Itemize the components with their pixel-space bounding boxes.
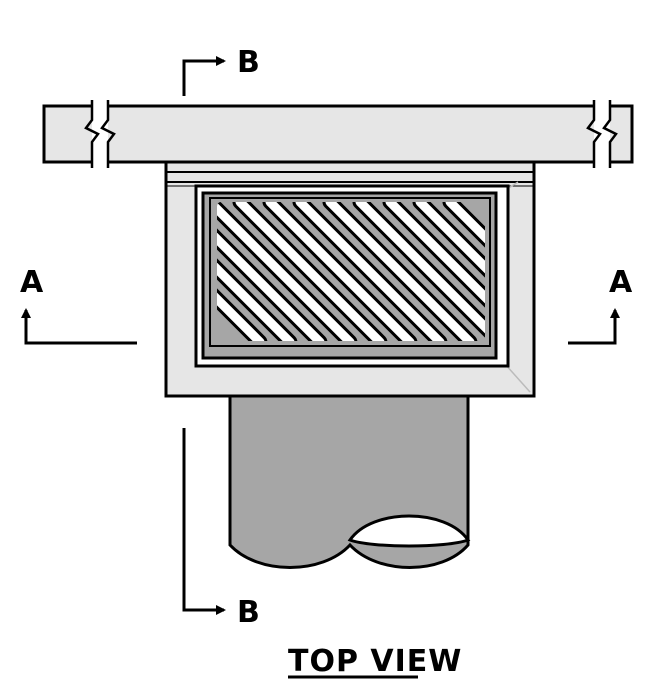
view-title: TOP VIEW	[288, 644, 462, 679]
break-symbol-icon	[586, 100, 618, 168]
grate	[194, 184, 510, 368]
section-b-bottom: B	[182, 428, 260, 630]
section-b-top: B	[182, 45, 260, 96]
pipe-cut-opening	[347, 514, 471, 548]
grate-slots	[217, 202, 485, 341]
section-b-bottom-label: B	[237, 595, 260, 630]
section-a-left: A	[20, 265, 137, 345]
section-a-left-label: A	[20, 265, 44, 300]
outlet-pipe	[228, 393, 471, 569]
horizontal-run	[42, 100, 634, 168]
break-symbol-icon	[84, 100, 116, 168]
view-title-text: TOP VIEW	[288, 644, 462, 679]
section-b-top-label: B	[237, 45, 260, 80]
section-a-right-label: A	[609, 265, 633, 300]
section-a-right: A	[568, 265, 633, 345]
